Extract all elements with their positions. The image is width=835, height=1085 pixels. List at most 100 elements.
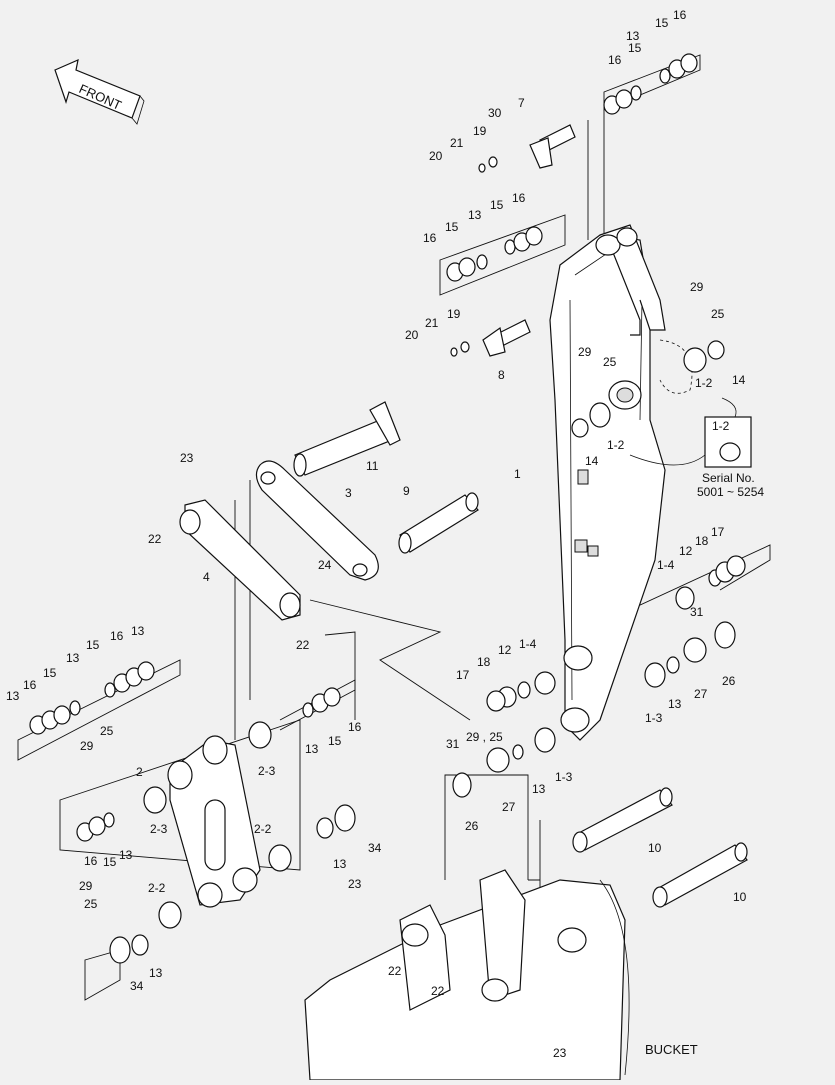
callout-16: 16 bbox=[110, 629, 124, 643]
callout-29: 29 bbox=[578, 345, 592, 359]
callout-15: 15 bbox=[86, 638, 100, 652]
callout-29: 29 bbox=[690, 280, 704, 294]
callout-21: 21 bbox=[425, 316, 439, 330]
callout-10: 10 bbox=[648, 841, 662, 855]
pin-10-lower bbox=[652, 842, 748, 908]
callout-29: 29 bbox=[80, 739, 94, 753]
callout-16: 16 bbox=[348, 720, 362, 734]
callout-2-3: 2-3 bbox=[258, 764, 276, 778]
pin-8 bbox=[482, 319, 531, 357]
callout-13: 13 bbox=[6, 689, 20, 703]
callout-26: 26 bbox=[465, 819, 479, 833]
callout-29-25: 29 , 25 bbox=[466, 730, 503, 744]
callout-16: 16 bbox=[84, 854, 98, 868]
serial-number-box: 1-2 Serial No. 5001 ~ 5254 bbox=[629, 397, 764, 499]
callout-15: 15 bbox=[655, 16, 669, 30]
callout-13: 13 bbox=[532, 782, 546, 796]
callout-12: 12 bbox=[679, 544, 693, 558]
link-2 bbox=[167, 735, 261, 908]
callout-10: 10 bbox=[733, 890, 747, 904]
callout-13: 13 bbox=[626, 29, 640, 43]
callout-15: 15 bbox=[490, 198, 504, 212]
callout-16: 16 bbox=[673, 8, 687, 22]
callout-1-2: 1-2 bbox=[607, 438, 625, 452]
callout-22: 22 bbox=[431, 984, 445, 998]
pin-9 bbox=[398, 492, 479, 554]
callout-16: 16 bbox=[512, 191, 526, 205]
pin-10-upper bbox=[572, 787, 673, 853]
callout-8: 8 bbox=[498, 368, 505, 382]
callout-17: 17 bbox=[711, 525, 725, 539]
callout-21: 21 bbox=[450, 136, 464, 150]
callout-1-3: 1-3 bbox=[555, 770, 573, 784]
callout-1-3: 1-3 bbox=[645, 711, 663, 725]
callout-7: 7 bbox=[518, 96, 525, 110]
callout-25: 25 bbox=[711, 307, 725, 321]
callout-26: 26 bbox=[722, 674, 736, 688]
callout-15: 15 bbox=[43, 666, 57, 680]
pin-11 bbox=[293, 401, 401, 477]
callout-22: 22 bbox=[296, 638, 310, 652]
callout-18: 18 bbox=[695, 534, 709, 548]
link-4 bbox=[179, 499, 301, 621]
callout-1-4: 1-4 bbox=[519, 637, 537, 651]
callout-15: 15 bbox=[628, 41, 642, 55]
callout-17: 17 bbox=[456, 668, 470, 682]
callout-13: 13 bbox=[149, 966, 163, 980]
callout-27: 27 bbox=[694, 687, 708, 701]
callout-31: 31 bbox=[446, 737, 460, 751]
callout-13: 13 bbox=[131, 624, 145, 638]
callout-20: 20 bbox=[405, 328, 419, 342]
callout-27: 27 bbox=[502, 800, 516, 814]
callout-34: 34 bbox=[368, 841, 382, 855]
bucket bbox=[304, 869, 630, 1081]
callout-25: 25 bbox=[100, 724, 114, 738]
bucket-label: BUCKET bbox=[645, 1042, 698, 1057]
callout-4: 4 bbox=[203, 570, 210, 584]
callout-22: 22 bbox=[148, 532, 162, 546]
front-direction-arrow-icon: FRONT bbox=[54, 58, 145, 125]
callout-13: 13 bbox=[333, 857, 347, 871]
callout-15: 15 bbox=[445, 220, 459, 234]
serial-part-label: 1-2 bbox=[712, 419, 730, 433]
link-3 bbox=[255, 460, 379, 581]
callout-13: 13 bbox=[305, 742, 319, 756]
boom-arm bbox=[549, 224, 693, 741]
callout-23: 23 bbox=[553, 1046, 567, 1060]
serial-range: 5001 ~ 5254 bbox=[697, 485, 764, 499]
callout-13: 13 bbox=[468, 208, 482, 222]
callout-22: 22 bbox=[388, 964, 402, 978]
callout-1-2: 1-2 bbox=[695, 376, 713, 390]
callout-13: 13 bbox=[66, 651, 80, 665]
callout-30: 30 bbox=[488, 106, 502, 120]
callout-25: 25 bbox=[84, 897, 98, 911]
callout-2-2: 2-2 bbox=[148, 881, 166, 895]
callout-13: 13 bbox=[119, 848, 133, 862]
callout-3: 3 bbox=[345, 486, 352, 500]
callout-2-3: 2-3 bbox=[150, 822, 168, 836]
callout-24: 24 bbox=[318, 558, 332, 572]
callout-12: 12 bbox=[498, 643, 512, 657]
callout-1-4: 1-4 bbox=[657, 558, 675, 572]
callout-34: 34 bbox=[130, 979, 144, 993]
callout-23: 23 bbox=[180, 451, 194, 465]
callout-14: 14 bbox=[585, 454, 599, 468]
callout-13: 13 bbox=[668, 697, 682, 711]
callout-9: 9 bbox=[403, 484, 410, 498]
callout-2: 2 bbox=[136, 765, 143, 779]
callout-16: 16 bbox=[23, 678, 37, 692]
callout-20: 20 bbox=[429, 149, 443, 163]
callout-14: 14 bbox=[732, 373, 746, 387]
callout-15: 15 bbox=[328, 734, 342, 748]
callout-19: 19 bbox=[447, 307, 461, 321]
callout-2-2: 2-2 bbox=[254, 822, 272, 836]
pin-7 bbox=[529, 124, 576, 169]
callout-15: 15 bbox=[103, 855, 117, 869]
callout-25: 25 bbox=[603, 355, 617, 369]
bushings bbox=[29, 53, 746, 964]
callout-16: 16 bbox=[608, 53, 622, 67]
serial-title: Serial No. bbox=[702, 471, 755, 485]
